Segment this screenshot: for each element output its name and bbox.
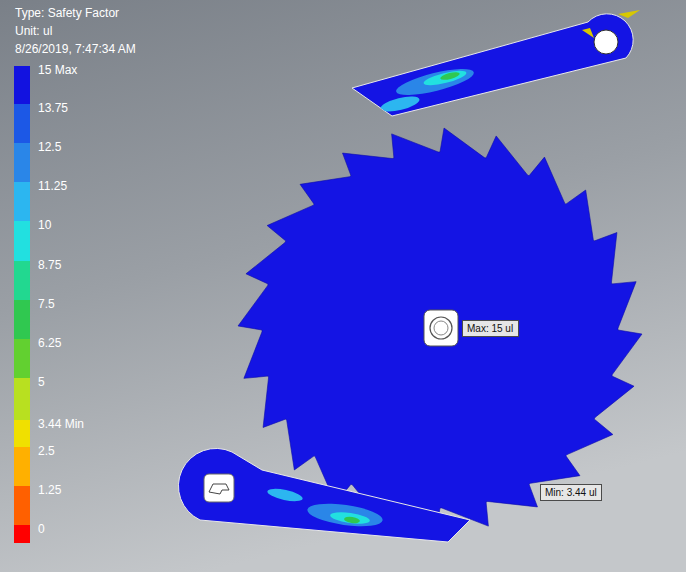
scale-swatch <box>14 420 30 447</box>
probe-callout: Min: 3.44 ul <box>540 484 602 501</box>
scale-value: 6.25 <box>38 336 61 350</box>
scale-value: 15 Max <box>38 63 77 77</box>
scale-swatch <box>14 182 30 221</box>
scale-swatch <box>14 339 30 378</box>
scale-label: 6.25 <box>38 336 61 350</box>
scale-value: 12.5 <box>38 140 61 154</box>
scale-label: 15 Max <box>38 63 77 77</box>
hub-constraint-icon <box>424 310 458 346</box>
scale-label: 11.25 <box>38 179 67 193</box>
scale-swatch <box>14 486 30 525</box>
scale-swatch <box>14 66 30 104</box>
scale-label: 7.5 <box>38 297 55 311</box>
top-pawl <box>352 10 640 116</box>
scale-value: 7.5 <box>38 297 55 311</box>
scale-swatch <box>14 447 30 486</box>
scale-swatch <box>14 261 30 300</box>
scale-label: 1.25 <box>38 483 61 497</box>
scale-swatch <box>14 104 30 143</box>
bottom-pawl <box>178 448 470 542</box>
scale-value: 8.75 <box>38 258 61 272</box>
scale-label: 0 <box>38 522 45 536</box>
scale-label: 8.75 <box>38 258 61 272</box>
ratchet-wheel <box>238 128 642 532</box>
scale-label: 10 <box>38 218 51 232</box>
scale-label: 3.44 Min <box>38 417 84 431</box>
scale-label: 2.5 <box>38 444 55 458</box>
scale-label: 13.75 <box>38 101 68 115</box>
header-text: Unit: ul <box>15 24 52 38</box>
color-scale <box>14 66 30 543</box>
scale-value: 10 <box>38 218 51 232</box>
scale-value: 0 <box>38 522 45 536</box>
scale-value: 11.25 <box>38 179 67 193</box>
scale-value: 13.75 <box>38 101 68 115</box>
header-text: Type: Safety Factor <box>15 6 119 20</box>
scale-swatch <box>14 525 30 543</box>
header-label: Unit: ul <box>15 24 52 38</box>
scale-value: 2.5 <box>38 444 55 458</box>
scale-swatch <box>14 378 30 420</box>
header-label: Type: Safety Factor <box>15 6 119 20</box>
scale-value: 3.44 Min <box>38 417 84 431</box>
probe-callout: Max: 15 ul <box>462 320 519 337</box>
scale-swatch <box>14 300 30 339</box>
scale-swatch <box>14 143 30 182</box>
callout-text: Min: 3.44 ul <box>545 486 597 499</box>
scale-label: 5 <box>38 375 45 389</box>
header-label: 8/26/2019, 7:47:34 AM <box>15 42 136 56</box>
callout-text: Max: 15 ul <box>467 322 514 335</box>
scale-swatch <box>14 221 30 261</box>
scale-label: 12.5 <box>38 140 61 154</box>
header-text: 8/26/2019, 7:47:34 AM <box>15 42 136 56</box>
scale-value: 5 <box>38 375 45 389</box>
scale-value: 1.25 <box>38 483 61 497</box>
